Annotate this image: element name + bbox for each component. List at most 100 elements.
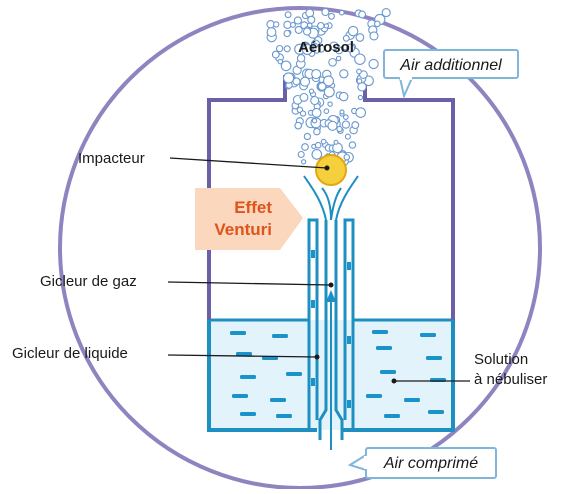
- aerosol-bubble: [297, 150, 305, 159]
- aerosol-bubble: [292, 77, 301, 86]
- aerosol-bubble: [313, 127, 321, 136]
- gas-jet-tube: [318, 220, 344, 440]
- aerosol-bubble: [283, 45, 291, 53]
- spray-curve: [303, 175, 327, 221]
- tube-dash: [347, 400, 351, 408]
- aerosol-bubble: [290, 21, 296, 28]
- liquid-dash: [384, 414, 400, 418]
- aerosol-bubble: [357, 94, 364, 101]
- aerosol-bubble: [327, 101, 333, 107]
- aerosol-bubble: [317, 82, 327, 91]
- aerosol-bubble: [294, 25, 303, 34]
- aerosol-bubble: [308, 88, 315, 94]
- liquid-dash: [270, 398, 286, 402]
- aerosol-bubble: [333, 139, 339, 145]
- outer-circle: [58, 6, 542, 490]
- aerosol-bubble: [311, 69, 322, 80]
- aerosol-bubble: [347, 25, 359, 37]
- central-tubes: [303, 175, 359, 450]
- aerosol-bubble: [266, 27, 277, 38]
- spray-curve: [335, 175, 359, 221]
- aerosol-bubble: [283, 20, 292, 29]
- aerosol-bubble: [310, 95, 320, 106]
- aerosol-label: Aérosol: [298, 39, 354, 56]
- liquid-dash: [276, 414, 292, 418]
- aerosol-bubble: [320, 138, 327, 145]
- aerosol-bubble: [299, 92, 309, 102]
- liquid-container-outline: [207, 320, 455, 432]
- aerosol-bubble: [296, 54, 306, 63]
- aerosol-bubble: [311, 149, 323, 160]
- solution-label-line2: à nébuliser: [474, 371, 547, 388]
- solution-label-line1: Solution: [474, 351, 528, 368]
- effet-venturi-label-line1: Effet: [234, 198, 272, 217]
- pointer-mask: [364, 456, 368, 469]
- aerosol-bubble: [373, 20, 381, 28]
- aerosol-bubble: [280, 60, 292, 72]
- liquid-dash: [232, 394, 248, 398]
- aerosol-bubble: [323, 75, 334, 87]
- aerosol-bubble: [332, 142, 343, 154]
- liquid-dash: [240, 375, 256, 379]
- aerosol-bubble: [351, 121, 360, 130]
- liquid-dash: [380, 370, 396, 374]
- leader-dot: [391, 378, 397, 384]
- aerosol-bubble: [302, 27, 312, 36]
- aerosol-bubble: [329, 41, 339, 51]
- aerosol-bubble: [307, 15, 316, 24]
- aerosol-bubbles: [266, 7, 391, 167]
- aerosol-bubble: [369, 31, 379, 41]
- aerosol-bubble: [283, 29, 291, 38]
- air-comprime-pointer: [347, 453, 367, 472]
- aerosol-bubble: [271, 50, 280, 59]
- aerosol-bubble: [275, 44, 284, 53]
- liquid-dash: [366, 394, 382, 398]
- aerosol-bubble: [311, 118, 318, 124]
- aerosol-bubble: [338, 9, 345, 16]
- aerosol-bubble: [335, 55, 342, 62]
- aerosol-bubble: [344, 133, 351, 140]
- aerosol-bubble: [368, 58, 379, 70]
- air-additionnel-pointer: [398, 77, 414, 100]
- aerosol-bubble: [339, 109, 345, 115]
- aerosol-bubble: [312, 42, 318, 49]
- liquid-dash: [230, 331, 246, 335]
- air-additionnel-box: [383, 49, 519, 79]
- aerosol-bubble: [284, 11, 292, 19]
- spray-curve: [330, 187, 342, 221]
- aerosol-bubble: [311, 107, 322, 118]
- aerosol-bubble: [348, 141, 357, 149]
- aerosol-bubble: [355, 107, 367, 118]
- impacteur-leader: [169, 157, 328, 169]
- aerosol-bubble: [323, 86, 335, 98]
- liquid-dash: [286, 372, 302, 376]
- aerosol-bubble: [301, 143, 309, 151]
- aerosol-bubble: [327, 120, 338, 131]
- aerosol-bubble: [358, 10, 367, 19]
- tube-dash: [347, 262, 351, 270]
- aerosol-bubble: [336, 125, 343, 133]
- tube-dash: [311, 300, 315, 308]
- aerosol-bubble: [294, 121, 303, 130]
- liquid-dash: [272, 334, 288, 338]
- air-additionnel-label: Air additionnel: [399, 57, 502, 74]
- aerosol-bubble: [293, 16, 303, 25]
- aerosol-bubble: [345, 43, 356, 53]
- air-comprime-label: Air comprimé: [383, 455, 478, 472]
- liquid-dash: [372, 330, 388, 334]
- aerosol-bubble: [299, 76, 311, 87]
- liquid-jet-tube: [307, 218, 355, 430]
- aerosol-bubble: [317, 21, 325, 30]
- spray-curve: [321, 187, 332, 221]
- aerosol-bubble: [282, 72, 295, 84]
- aerosol-bubble: [356, 78, 363, 84]
- aerosol-bubble: [354, 53, 366, 65]
- aerosol-bubble: [339, 69, 349, 79]
- aerosol-bubble: [341, 120, 351, 129]
- leader-dot: [328, 282, 334, 288]
- leader-dot: [314, 354, 320, 360]
- liquid-dash: [240, 412, 256, 416]
- aerosol-bubble: [381, 8, 391, 18]
- liquid-dash: [404, 398, 420, 402]
- liquid-dash: [236, 352, 252, 356]
